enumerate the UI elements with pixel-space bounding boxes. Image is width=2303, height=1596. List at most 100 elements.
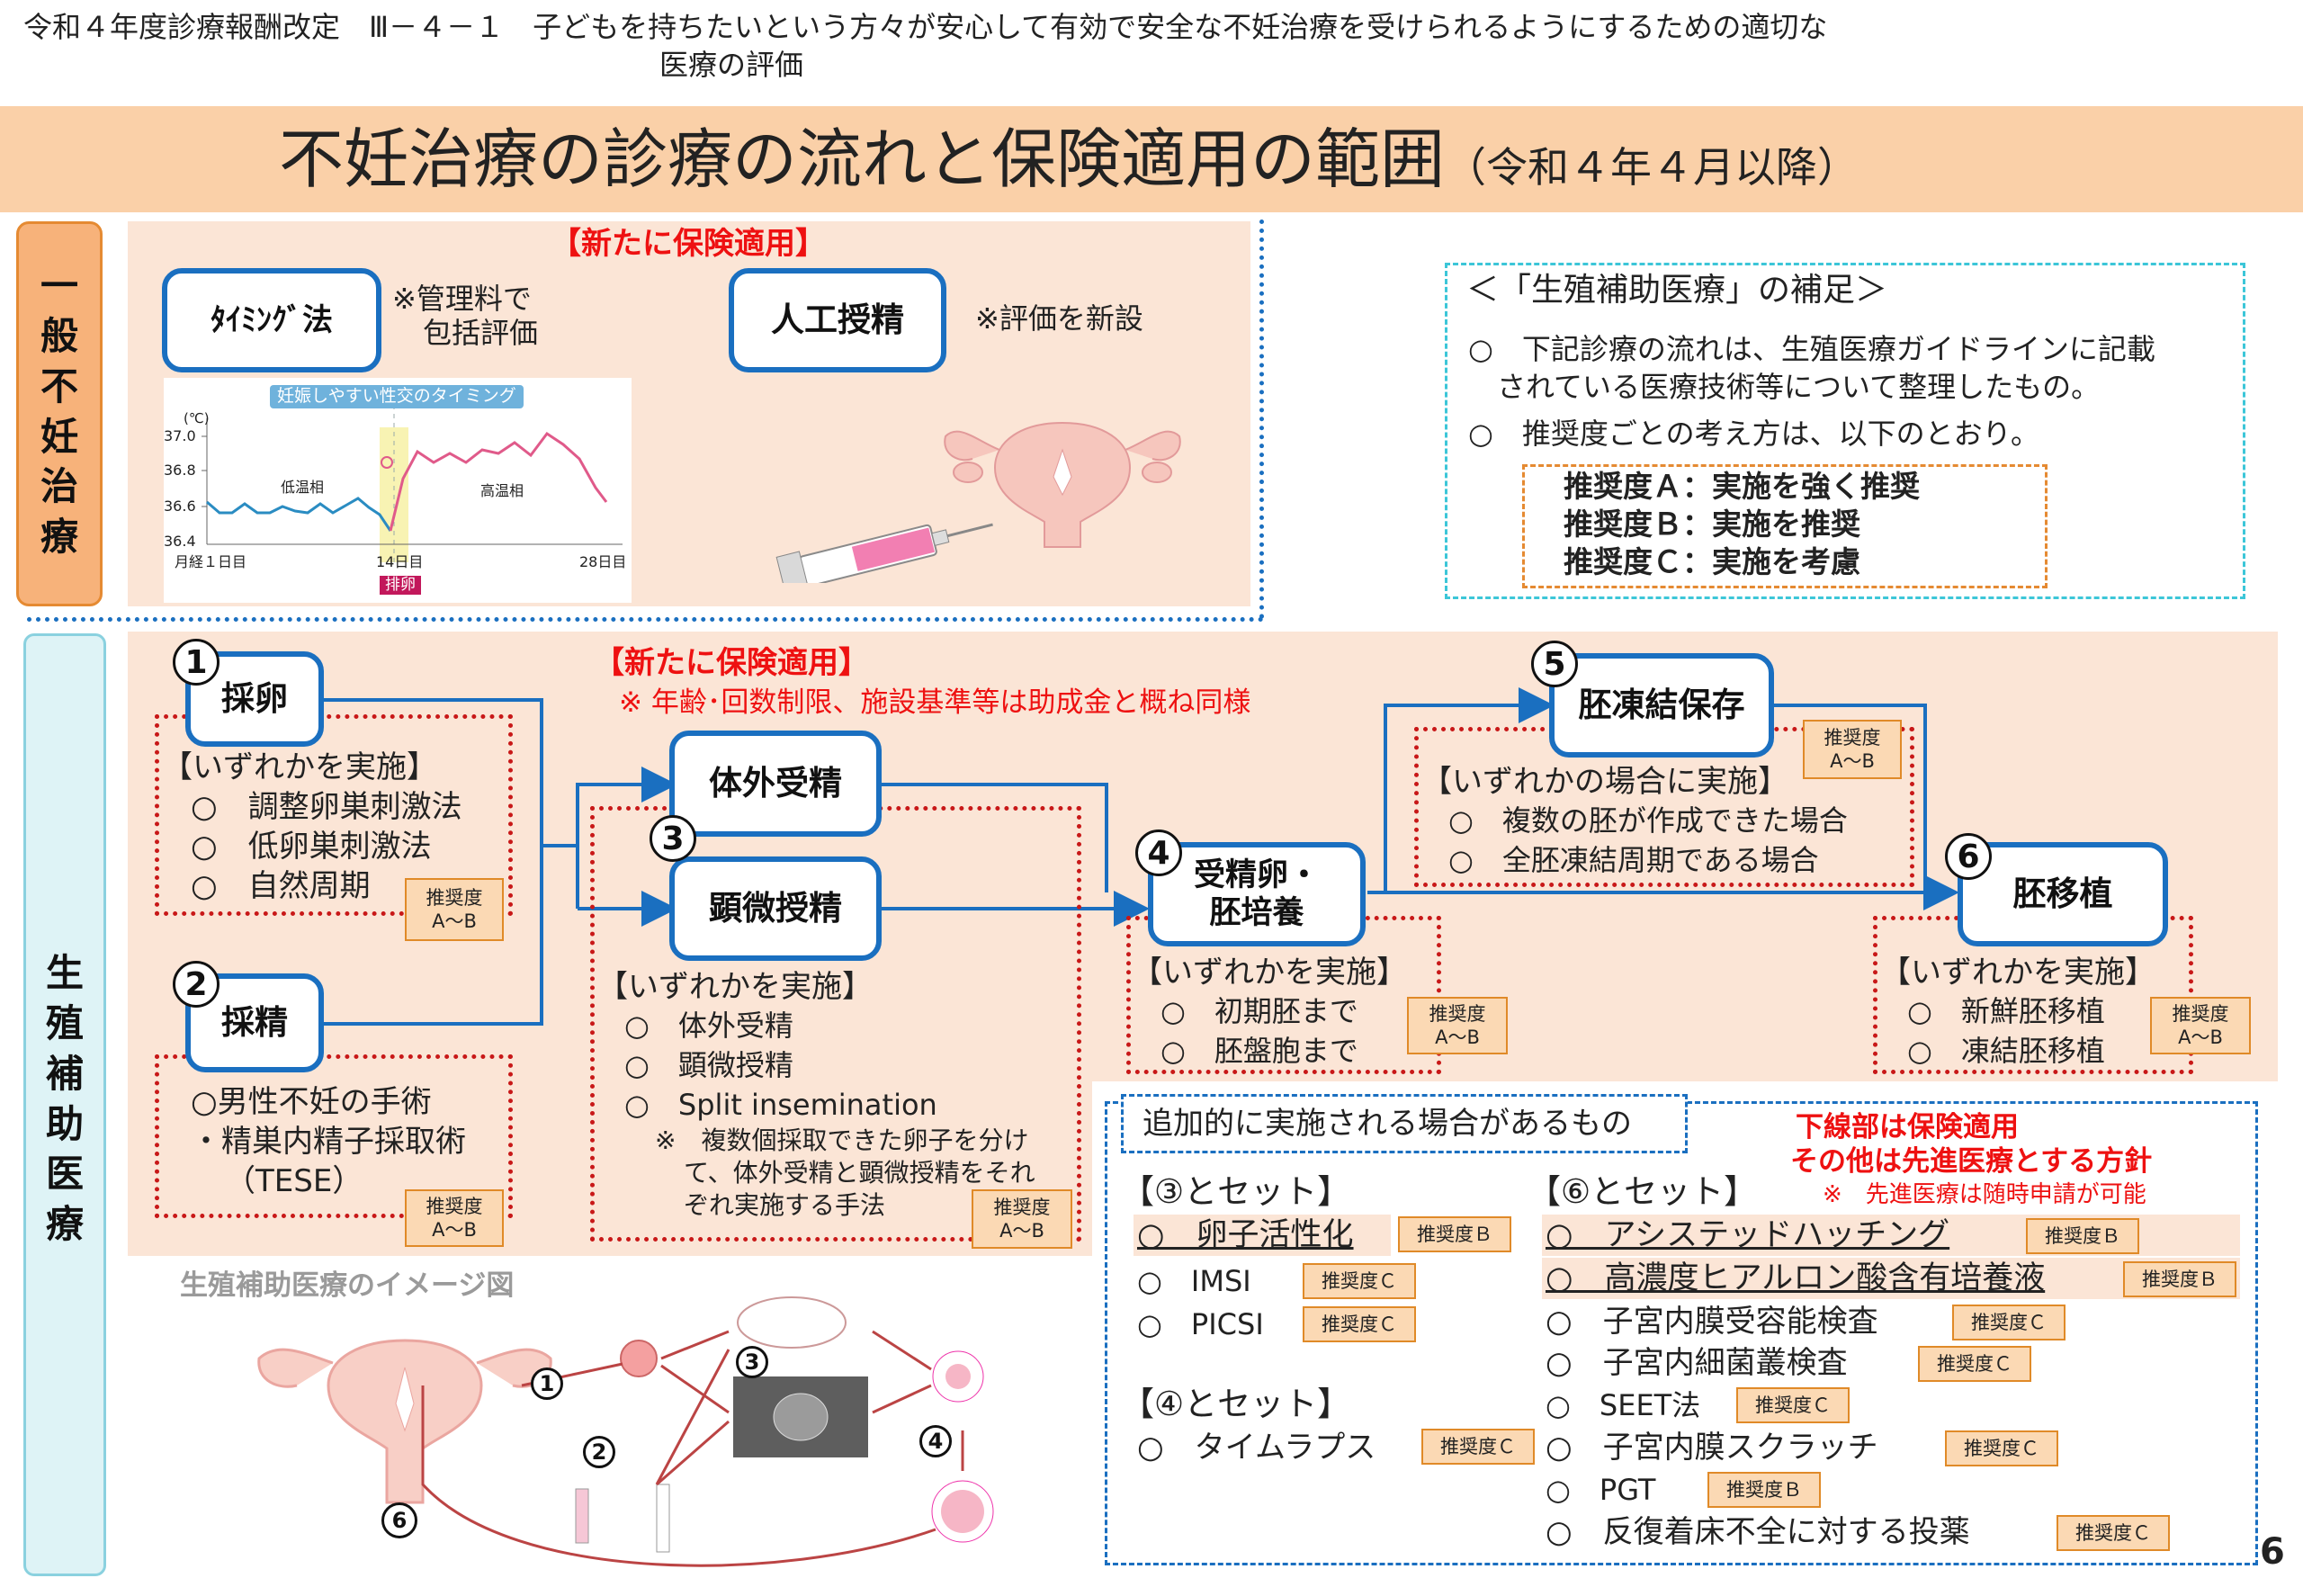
artificial-insemination-box: 人工授精 [729,268,946,372]
side-char: 殖 [45,1000,84,1045]
set6-rec-1: 推奨度Ｂ [2026,1218,2139,1254]
supplement-title: ＜「生殖補助医療」の補足＞ [1466,272,1888,309]
rec-label: 推奨度 [993,1196,1051,1218]
side-char: 般 [40,313,78,358]
side-char: 生 [45,951,84,995]
legend-line1: 下線部は保険適用 [1796,1111,2019,1143]
ai-note: ※評価を新設 [975,301,1143,336]
s1-item: ○ 自然周期 [191,868,371,904]
legend-line2: その他は先進医療とする方針 [1790,1145,2153,1178]
set6-rec-4: 推奨度Ｃ [1918,1346,2031,1382]
set4-head: 【④とセット】 [1121,1385,1351,1423]
s3-head: 【いずれかを実施】 [597,969,873,1005]
s3-item: ○ 顕微授精 [624,1048,793,1082]
set3-rec-2: 推奨度Ｃ [1303,1263,1416,1299]
set6-rec-8: 推奨度Ｃ [2057,1515,2170,1551]
set6-rec-7: 推奨度Ｂ [1707,1472,1821,1508]
set3-item-1: ○ 卵子活性化 [1137,1217,1354,1253]
set6-rec-6: 推奨度Ｃ [1945,1430,2058,1466]
page-number: 6 [2260,1531,2285,1573]
general-dotted-border-h [27,617,1264,622]
set3-rec-3: 推奨度Ｃ [1303,1306,1416,1342]
s3-number: 3 [650,815,696,862]
timing-note-2: 包括評価 [423,316,539,350]
image-num-1: 1 [531,1367,563,1400]
s3-box-ivf: 体外受精 [669,731,882,837]
s6-item: ○ 凍結胚移植 [1907,1034,2105,1068]
title-band [0,106,2303,212]
grade-a: 推奨度Ａ：実施を強く推奨 [1564,469,1920,504]
set6-head: 【⑥とセット】 [1528,1172,1758,1211]
set3-item-3: ○ PICSI [1137,1307,1264,1341]
s1-head: 【いずれかを実施】 [162,749,437,785]
s1-detail-box [155,714,513,916]
s5-item: ○ 全胚凍結周期である場合 [1448,843,1819,877]
s1-item: ○ 調整卵巣刺激法 [191,789,462,825]
s5-head: 【いずれかの場合に実施】 [1421,764,1788,800]
s2-item: ・精巣内精子採取術 [191,1124,466,1160]
set6-item-7: ○ PGT [1546,1473,1656,1507]
s3-item: ○ Split insemination [624,1088,937,1122]
set3-rec-1: 推奨度Ｂ [1398,1216,1511,1252]
s3-note: て、体外受精と顕微授精をそれ [684,1158,1035,1188]
timing-method-box: ﾀｲﾐﾝｸﾞ法 [162,268,381,372]
s1-number: 1 [173,639,220,686]
additional-title-box [1121,1094,1688,1153]
s2-detail-box [155,1054,513,1218]
low-phase-label: 低温相 [281,479,325,496]
syringe-illustration [772,511,997,598]
s3-note: ※ 複数個採取できた卵子を分け [655,1125,1029,1155]
s4-box: 受精卵・胚培養 [1148,842,1366,946]
image-num-6: 6 [381,1502,417,1538]
set6-rec-2: 推奨度Ｂ [2123,1261,2236,1297]
ovulation-label: 排卵 [380,576,421,596]
page-title: 不妊治療の診療の流れと保険適用の範囲（令和４年４月以降） [279,119,1859,208]
graph-banner: 妊娠しやすい性交のタイミング [270,385,524,408]
side-char: 療 [45,1202,84,1247]
set6-rec-3: 推奨度Ｃ [1952,1305,2066,1340]
page-title-main: 不妊治療の診療の流れと保険適用の範囲 [279,121,1446,197]
s3-item: ○ 体外受精 [624,1009,793,1043]
art-image-diagram [257,1296,994,1567]
s4-label-2: 胚培養 [1209,895,1304,931]
set6-item-2: ○ 高濃度ヒアルロン酸含有培養液 [1546,1260,2046,1296]
ytick: 37.0 [164,427,196,444]
art-new-label: 【新たに保険適用】 [594,645,869,681]
s5-item: ○ 複数の胚が作成できた場合 [1448,803,1848,838]
supplement-p1a: ○ 下記診療の流れは、生殖医療ガイドラインに記載 [1468,332,2155,366]
s2-item: ○男性不妊の手術 [191,1084,432,1120]
grade-box [1522,464,2048,588]
ytick: 36.4 [164,533,196,550]
rec-label: 推奨度 [426,886,483,909]
ytick: 36.8 [164,462,196,479]
general-new-label: 【新たに保険適用】 [551,226,826,262]
s6-box: 胚移植 [1958,842,2168,946]
s6-number: 6 [1945,833,1992,880]
rec-label: 推奨度 [1824,726,1881,749]
s2-number: 2 [173,961,220,1008]
s4-label-1: 受精卵・ [1193,857,1320,893]
side-char: 治 [40,464,78,509]
rec-label: 推奨度 [1429,1002,1486,1025]
s4-item: ○ 胚盤胞まで [1160,1034,1358,1068]
art-side-label: 生 殖 補 助 医 療 [41,948,88,1250]
general-side-label: 一 般 不 妊 治 療 [36,261,83,562]
s6-head: 【いずれかを実施】 [1880,955,2155,991]
bbt-graph-svg [202,405,623,562]
rec-value: A～B [1830,750,1875,772]
high-phase-label: 高温相 [480,482,524,499]
uterus-illustration [932,387,1193,549]
general-side-tab [16,221,103,606]
set4-item-1: ○ タイムラプス [1137,1430,1376,1466]
side-char: 妊 [40,414,78,459]
side-char: 不 [40,363,78,408]
header-line2: 医療の評価 [659,48,804,82]
side-char: 療 [40,515,78,560]
low-phase-line [206,497,392,532]
high-phase-line [389,431,608,532]
set3-item-2: ○ IMSI [1137,1264,1251,1298]
